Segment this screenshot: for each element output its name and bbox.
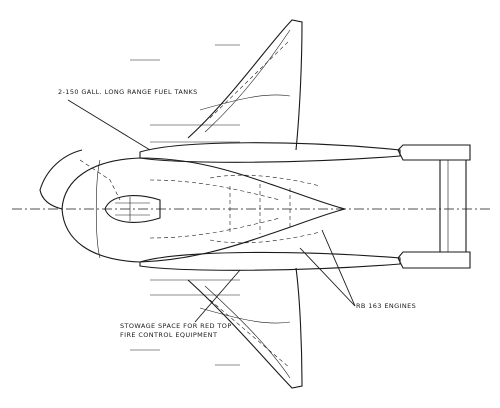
cockpit-canopy bbox=[104, 195, 161, 223]
engines-leader-2 bbox=[321, 229, 356, 307]
engine-outlines bbox=[209, 174, 321, 244]
engines-leader-1 bbox=[299, 247, 356, 307]
lower-tail-boom bbox=[139, 251, 471, 271]
tailplane bbox=[439, 160, 467, 252]
upper-tail-boom bbox=[139, 142, 471, 163]
stowage-leader bbox=[194, 269, 241, 323]
fuel-tanks-leader bbox=[67, 99, 151, 151]
missile-pylons bbox=[130, 44, 240, 366]
fuel-tanks-label: 2-150 GALL. LONG RANGE FUEL TANKS bbox=[58, 88, 198, 96]
fuselage bbox=[39, 149, 346, 263]
engines-label: RB 163 ENGINES bbox=[356, 302, 417, 310]
stowage-label-line1: STOWAGE SPACE FOR RED TOP bbox=[120, 322, 232, 330]
upper-wing bbox=[187, 19, 303, 151]
stowage-label-line2: FIRE CONTROL EQUIPMENT bbox=[120, 331, 218, 339]
